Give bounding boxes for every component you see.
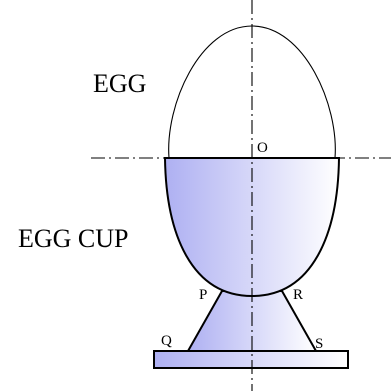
- point-s-label: S: [315, 336, 323, 352]
- cup-base: [153, 350, 349, 369]
- point-p-label: P: [199, 287, 207, 303]
- point-r-label: R: [293, 287, 303, 303]
- egg-cup-label: EGG CUP: [18, 224, 129, 253]
- point-o-label: O: [257, 140, 268, 156]
- egg-label: EGG: [93, 69, 146, 98]
- point-q-label: Q: [161, 333, 172, 349]
